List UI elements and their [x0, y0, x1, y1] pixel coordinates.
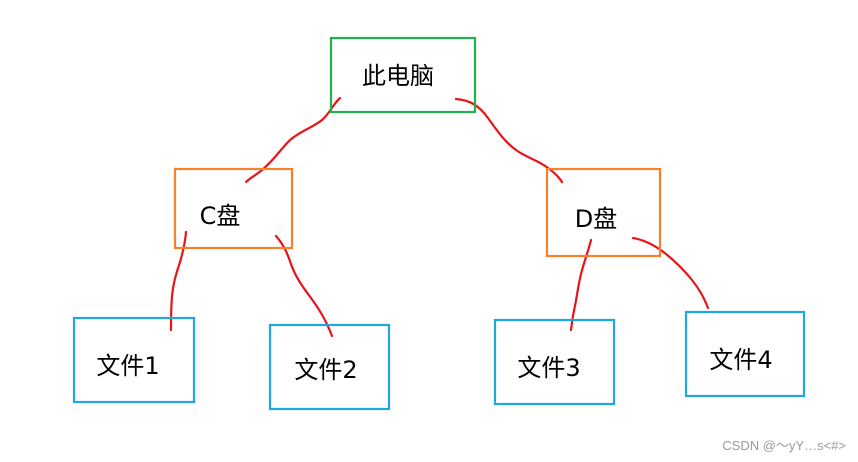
- label-file4: 文件4: [709, 346, 772, 374]
- box-d-drive: [545, 167, 662, 258]
- edge-root-to-d-drive: [454, 97, 564, 184]
- connector-lines: [169, 96, 710, 338]
- watermark-text: CSDN @～yY…s<#>: [722, 438, 846, 453]
- box-file2: [268, 323, 391, 411]
- edge-c-drive-to-file2: [274, 234, 334, 338]
- label-c-drive: C盘: [200, 202, 241, 230]
- box-file4: [684, 310, 806, 398]
- edge-d-drive-to-file4: [631, 236, 710, 310]
- edge-d-drive-to-file3: [569, 238, 593, 332]
- box-c-drive: [173, 167, 294, 250]
- label-file3: 文件3: [517, 354, 580, 382]
- edge-root-to-c-drive: [244, 96, 342, 184]
- box-this-pc: [329, 36, 477, 114]
- box-file3: [493, 318, 616, 406]
- edge-c-drive-to-file1: [169, 230, 188, 332]
- label-file2: 文件2: [294, 356, 357, 384]
- box-file1: [72, 316, 196, 404]
- label-d-drive: D盘: [575, 205, 617, 233]
- label-file1: 文件1: [96, 352, 159, 380]
- label-this-pc: 此电脑: [362, 62, 434, 90]
